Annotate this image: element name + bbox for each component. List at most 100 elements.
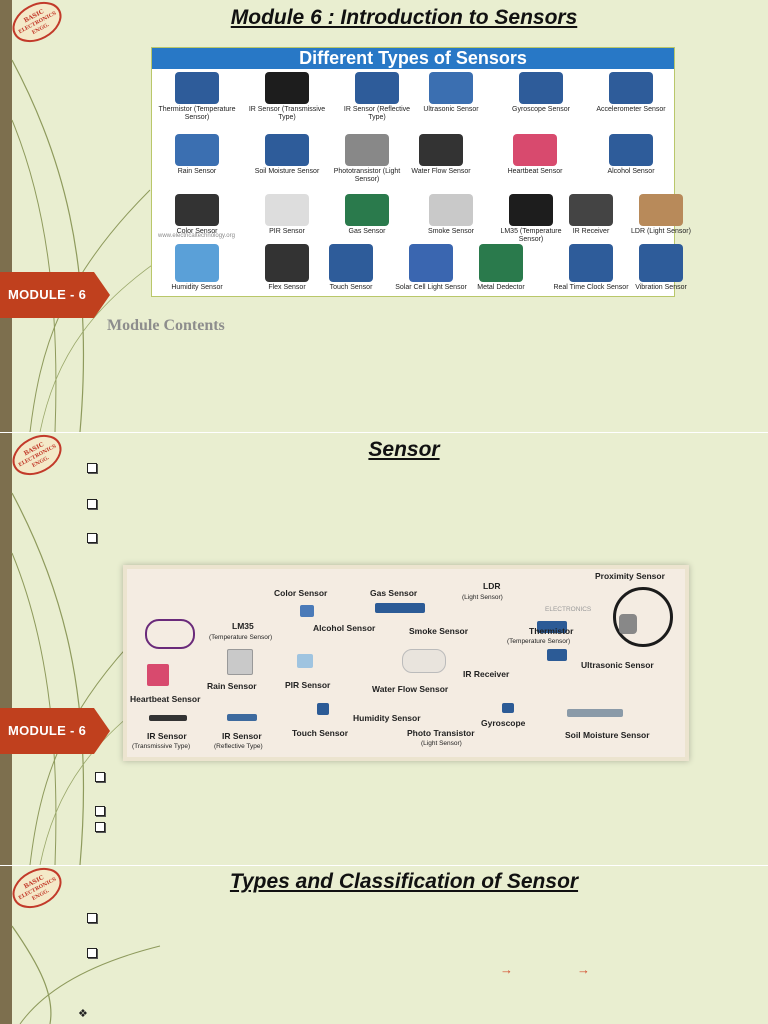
sensor-label: Ultrasonic Sensor xyxy=(423,106,479,113)
sensor-label: IR Sensor (Reflective Type) xyxy=(343,106,411,121)
label-ir-sensor-reflective-sub: (Reflective Type) xyxy=(214,743,263,750)
sensor-label: Metal Dedector xyxy=(477,284,525,291)
sensor-label: Thermistor (Temperature Sensor) xyxy=(158,106,236,121)
sensor-image xyxy=(639,244,683,282)
slide-introduction: BASIC ELECTRONICS ENGG. Module 6 : Intro… xyxy=(0,0,768,432)
label-gyroscope: Gyroscope xyxy=(481,718,526,728)
arrow-icon: → xyxy=(500,962,513,977)
sensors-photo: Color Sensor Gas Sensor LDR (Light Senso… xyxy=(123,565,689,761)
poster-sensor-item: Touch Sensor xyxy=(312,244,390,292)
poster-sensor-item: Humidity Sensor xyxy=(158,244,236,292)
label-gas-sensor: Gas Sensor xyxy=(370,588,418,598)
label-ir-sensor-transmissive: IR Sensor xyxy=(147,731,187,741)
proximity-head xyxy=(619,614,637,634)
label-ir-sensor-reflective: IR Sensor xyxy=(222,731,262,741)
soil-probe xyxy=(567,709,623,717)
sensor-types-poster: Different Types of Sensors Thermistor (T… xyxy=(151,47,691,297)
sensor-label: PIR Sensor xyxy=(269,228,305,235)
bullet-checkbox xyxy=(95,772,105,782)
poster-sensor-item: Smoke Sensor xyxy=(412,194,490,236)
college-logo-stamp: BASIC ELECTRONICS ENGG. xyxy=(12,434,62,476)
poster-sensor-item: IR Sensor (Reflective Type) xyxy=(338,72,416,122)
module-tag-label: MODULE - 6 xyxy=(8,723,87,738)
sensor-image xyxy=(519,72,563,104)
poster-sensor-item: LM35 (Temperature Sensor) xyxy=(492,194,570,244)
sensor-label: Flex Sensor xyxy=(268,284,306,291)
thermistor-module xyxy=(537,621,567,633)
waterflow-body xyxy=(402,649,446,673)
sensor-image xyxy=(175,194,219,226)
label-ir-sensor-transmissive-sub: (Transmissive Type) xyxy=(132,743,191,750)
sensor-label: Alcohol Sensor xyxy=(607,168,655,175)
proximity-cable xyxy=(613,587,673,647)
label-thermistor-sub: (Temperature Sensor) xyxy=(507,638,571,645)
diamond-bullet-icon: ❖ xyxy=(78,1008,88,1020)
poster-sensor-item: Flex Sensor xyxy=(248,244,326,292)
sensor-label: Smoke Sensor xyxy=(428,228,474,235)
sensor-image xyxy=(419,134,463,166)
poster-sensor-item: Phototransistor (Light Sensor) xyxy=(328,134,406,184)
ultrasonic-module xyxy=(547,649,567,661)
poster-sensor-item: Vibration Sensor xyxy=(622,244,700,292)
poster-sensor-item: Rain Sensor xyxy=(158,134,236,176)
bullet-checkbox xyxy=(87,499,97,509)
sensor-image xyxy=(265,244,309,282)
college-logo-stamp: BASIC ELECTRONICS ENGG. xyxy=(12,867,62,909)
label-proximity-sensor: Proximity Sensor xyxy=(595,571,665,581)
sensor-image xyxy=(265,194,309,226)
sensor-image xyxy=(175,134,219,166)
color-module xyxy=(300,605,314,617)
label-thermistor: Thermistor xyxy=(529,626,574,636)
sensor-image xyxy=(509,194,553,226)
sensor-label: Soil Moisture Sensor xyxy=(254,168,320,175)
sidebar-strip xyxy=(0,0,12,432)
poster-heading: Different Types of Sensors xyxy=(152,48,674,69)
sensor-image xyxy=(345,134,389,166)
ir-trans-module xyxy=(149,715,187,721)
photo-watermark: ELECTRONICS xyxy=(545,606,592,613)
label-ir-receiver: IR Receiver xyxy=(463,669,510,679)
sensor-image xyxy=(265,134,309,166)
label-color-sensor: Color Sensor xyxy=(274,588,328,598)
sensor-label: Touch Sensor xyxy=(329,284,373,291)
sensor-image xyxy=(409,244,453,282)
poster-sensor-item: Soil Moisture Sensor xyxy=(248,134,326,176)
sensor-label: LM35 (Temperature Sensor) xyxy=(500,228,562,243)
sensor-label: Rain Sensor xyxy=(177,168,217,175)
bullet-checkbox xyxy=(95,822,105,832)
sensor-image xyxy=(355,72,399,104)
label-soil-moisture-sensor: Soil Moisture Sensor xyxy=(565,730,650,740)
label-alcohol-sensor: Alcohol Sensor xyxy=(313,623,376,633)
poster-sensor-item: Water Flow Sensor xyxy=(402,134,480,176)
bullet-checkbox xyxy=(87,913,97,923)
poster-sensor-item: Ultrasonic Sensor xyxy=(412,72,490,114)
sensor-label: LDR (Light Sensor) xyxy=(631,228,691,235)
slide-title: Sensor xyxy=(368,438,440,461)
ir-refl-module xyxy=(227,714,257,721)
poster-sensor-item: Color Sensor xyxy=(158,194,236,236)
label-ldr-sub: (Light Sensor) xyxy=(462,594,503,601)
poster-watermark: www.electricaltechnology.org xyxy=(158,233,235,239)
slide-title: Module 6 : Introduction to Sensors xyxy=(230,6,578,29)
sensor-image xyxy=(175,72,219,104)
sensor-label: Gas Sensor xyxy=(348,228,386,235)
poster-sensor-item: Thermistor (Temperature Sensor) xyxy=(158,72,236,122)
pir-module xyxy=(297,654,313,668)
sensor-image xyxy=(265,72,309,104)
module-contents-heading: Module Contents xyxy=(107,317,225,334)
module-tag xyxy=(0,708,110,754)
sensor-label: Solar Cell Light Sensor xyxy=(395,284,467,291)
slide-types-classification: BASIC ELECTRONICS ENGG. Types and Classi… xyxy=(0,866,768,1024)
label-photo-transistor: Photo Transistor xyxy=(407,728,475,738)
bullet-checkbox xyxy=(87,463,97,473)
poster-sensor-item: Accelerometer Sensor xyxy=(592,72,670,114)
sensor-label: Gyroscope Sensor xyxy=(512,106,570,113)
sensor-label: Water Flow Sensor xyxy=(411,168,471,175)
poster-sensor-item: Heartbeat Sensor xyxy=(496,134,574,176)
sensor-image xyxy=(345,194,389,226)
decorative-curves xyxy=(11,925,161,1024)
module-tag xyxy=(0,272,110,318)
label-lm35-sub: (Temperature Sensor) xyxy=(209,634,273,641)
poster-sensor-item: Gas Sensor xyxy=(328,194,406,236)
sensor-label: Heartbeat Sensor xyxy=(507,168,563,175)
